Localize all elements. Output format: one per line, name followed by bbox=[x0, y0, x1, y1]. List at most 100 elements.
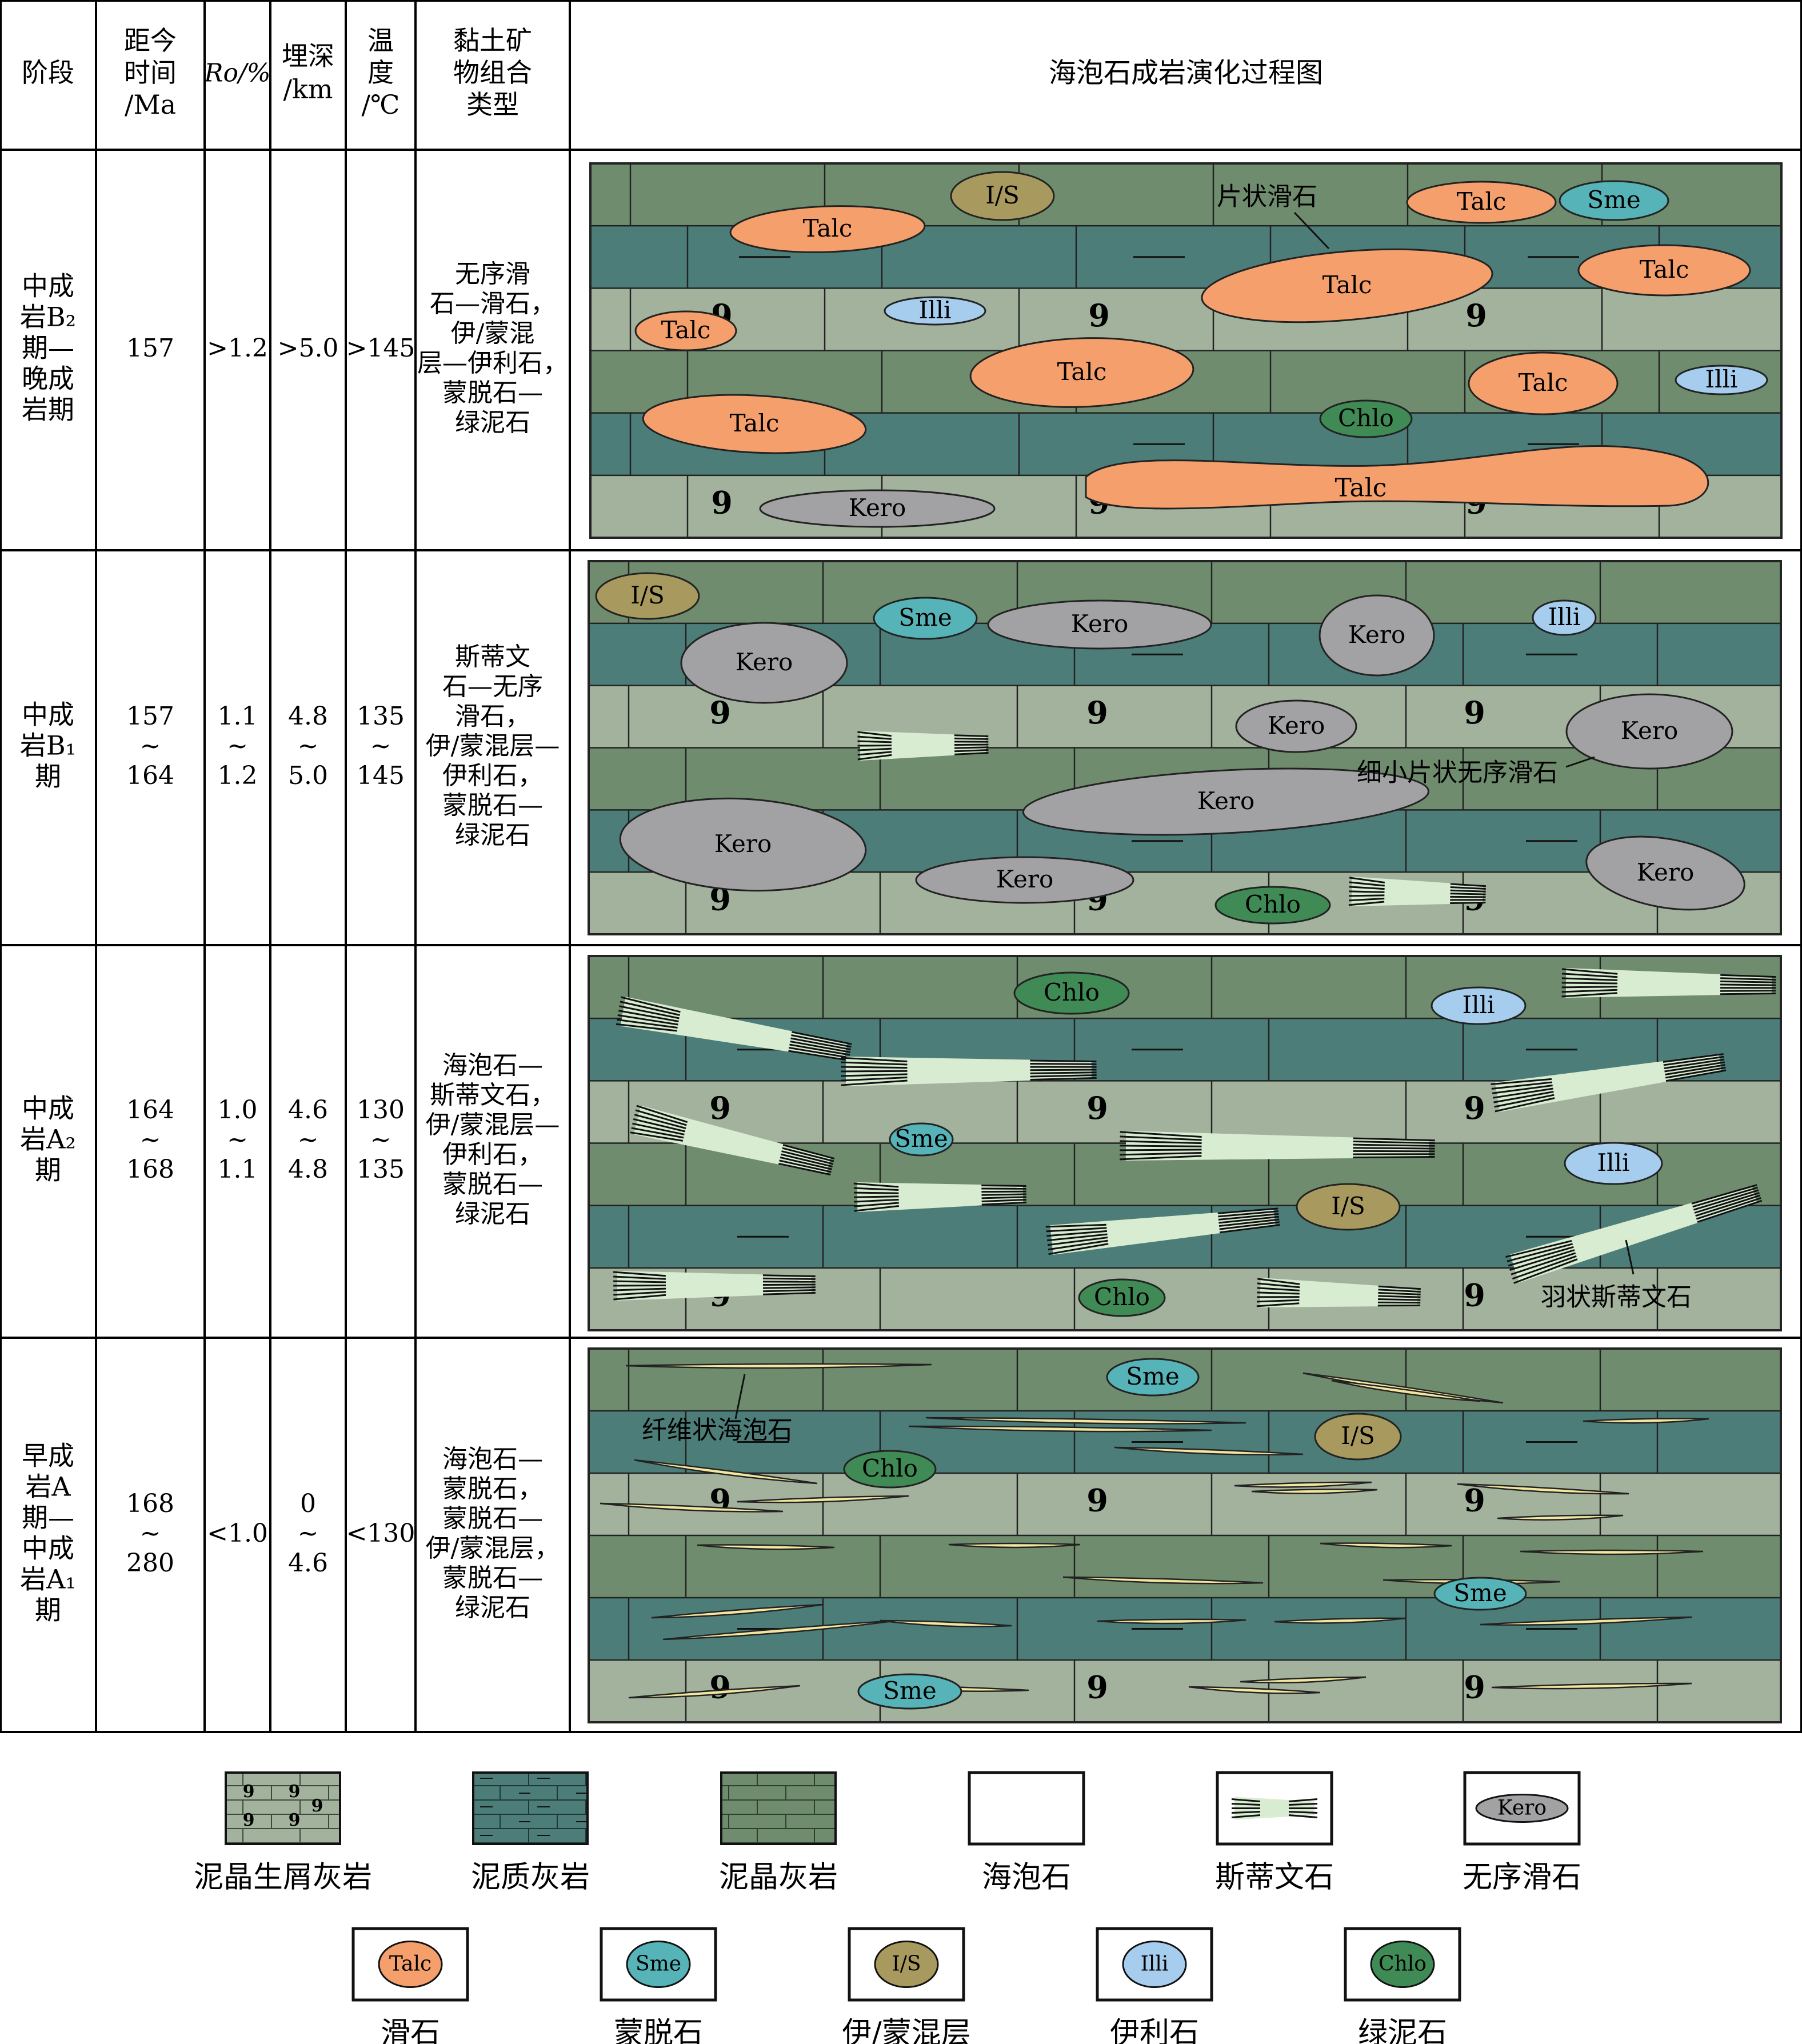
stevensite-fiber bbox=[1695, 1194, 1761, 1217]
grain-label: Illi bbox=[1705, 365, 1738, 393]
grain-shape bbox=[1433, 1577, 1527, 1611]
stevensite-grain bbox=[630, 1105, 835, 1176]
row-clay-types: 蒙脱石— bbox=[442, 791, 543, 820]
grain-label: Kero bbox=[1197, 787, 1254, 815]
mineral-grain: Talc bbox=[1577, 244, 1751, 297]
row-depth: 5.0 bbox=[288, 761, 328, 790]
grain-label: Kero bbox=[1621, 717, 1678, 745]
bioclast-symbol: 9 bbox=[711, 484, 733, 521]
stevensite-fiber bbox=[1231, 1811, 1261, 1814]
grain-shape bbox=[1565, 693, 1733, 770]
stevensite-fiber bbox=[1561, 973, 1618, 978]
stevensite-fiber bbox=[618, 1010, 679, 1022]
grain-shape bbox=[1235, 699, 1357, 753]
row-stage: 期 bbox=[35, 1155, 61, 1186]
stevensite-grain bbox=[1348, 877, 1487, 906]
grain-shape bbox=[1201, 248, 1493, 323]
mineral-grain: Kero bbox=[1235, 699, 1357, 753]
mineral-grain: Kero bbox=[680, 622, 848, 704]
header-clay-types: 黏土矿 bbox=[453, 25, 532, 56]
legend-label: 斯蒂文石 bbox=[1215, 1861, 1334, 1895]
stevensite-fiber bbox=[954, 751, 989, 755]
row-clay-types: 伊/蒙混层— bbox=[426, 1110, 560, 1139]
talc-grain bbox=[378, 1941, 443, 1988]
stevensite-fiber bbox=[1030, 1071, 1097, 1074]
sepiolite-fiber bbox=[908, 1425, 1212, 1433]
mineral-grain: Kero bbox=[619, 797, 867, 892]
stevensite-fiber bbox=[1509, 1249, 1575, 1271]
grain-shape bbox=[1585, 835, 1745, 911]
sepiolite-fiber bbox=[1274, 1617, 1407, 1624]
row-depth: >5.0 bbox=[278, 334, 339, 363]
annotation-label: 羽状斯蒂文石 bbox=[1541, 1283, 1692, 1312]
stevensite-fiber bbox=[854, 1198, 899, 1203]
stevensite-grain bbox=[1505, 1184, 1763, 1284]
stevensite-fiber bbox=[1665, 1069, 1727, 1082]
stevensite-fiber bbox=[954, 746, 989, 749]
grain-shape bbox=[1559, 180, 1669, 221]
row-clay-types: 伊/蒙混 bbox=[451, 319, 535, 348]
leader-line bbox=[1293, 211, 1330, 250]
header-temp: 温 bbox=[367, 25, 394, 56]
sepiolite-fiber bbox=[697, 1544, 835, 1550]
stevensite-fiber bbox=[1030, 1059, 1097, 1063]
stevensite-fiber bbox=[1257, 1282, 1300, 1289]
stevensite-fiber bbox=[1378, 1285, 1421, 1290]
row-age: ~ bbox=[140, 731, 161, 761]
stevensite-fiber bbox=[857, 731, 892, 737]
stevensite-fiber bbox=[613, 1280, 666, 1283]
sepiolite-fiber bbox=[925, 1417, 1246, 1425]
row-clay-types: 伊利石， bbox=[442, 1140, 543, 1169]
header-age: /Ma bbox=[125, 89, 176, 120]
row-temp: >145 bbox=[346, 334, 415, 363]
row-clay-types: 伊/蒙混层— bbox=[426, 731, 560, 761]
stevensite-fiber bbox=[1030, 1074, 1097, 1078]
grain-label: I/S bbox=[1341, 1422, 1375, 1450]
mineral-grain: Talc bbox=[634, 310, 737, 351]
stevensite-fiber bbox=[1218, 1213, 1279, 1221]
grain-shape bbox=[987, 599, 1212, 650]
row-temp: 135 bbox=[357, 1155, 405, 1184]
panel-frame bbox=[589, 162, 1783, 539]
bioclast-symbol: 9 bbox=[1464, 694, 1485, 731]
grain-shape bbox=[759, 489, 996, 528]
row-clay-types: 层—伊利石， bbox=[417, 349, 568, 378]
grain-label: Kero bbox=[1268, 711, 1325, 739]
legend-label: 滑石 bbox=[381, 2017, 440, 2044]
header-clay-types: 类型 bbox=[466, 89, 519, 120]
grain-shape bbox=[1564, 1142, 1663, 1185]
stevensite-fiber bbox=[1349, 877, 1385, 883]
row-temp: 130 bbox=[357, 1095, 405, 1125]
legend-tag: Sme bbox=[636, 1953, 681, 1976]
stevensite-fiber bbox=[1120, 1135, 1202, 1141]
stevensite-fiber bbox=[790, 1037, 851, 1051]
stevensite-fiber bbox=[1288, 1811, 1318, 1814]
row-age: ~ bbox=[140, 1519, 161, 1548]
stevensite-fiber bbox=[1561, 989, 1617, 993]
bioclast-symbol: 9 bbox=[289, 1782, 301, 1802]
stevensite-fiber bbox=[857, 751, 892, 756]
legend-tag: Kero bbox=[1497, 1797, 1547, 1820]
leader-line bbox=[734, 1374, 746, 1419]
stevensite-fiber bbox=[1349, 881, 1385, 887]
stevensite-fiber bbox=[1048, 1243, 1109, 1255]
mineral-grain: I/S bbox=[595, 572, 700, 620]
mineral-grain: Illi bbox=[1532, 599, 1597, 636]
stevensite-fiber bbox=[1045, 1223, 1106, 1228]
grain-shape bbox=[950, 171, 1055, 221]
grain-shape bbox=[1106, 1358, 1200, 1397]
sepiolite-fiber bbox=[625, 1363, 932, 1369]
stevensite-fiber bbox=[981, 1196, 1026, 1199]
stevensite-fiber bbox=[1218, 1218, 1280, 1227]
stevensite-fiber bbox=[613, 1291, 666, 1296]
bioclast-symbol: 9 bbox=[709, 694, 731, 731]
grain-label: Chlo bbox=[862, 1454, 918, 1482]
sepiolite-fiber bbox=[1497, 1514, 1624, 1521]
grain-shape bbox=[843, 1450, 937, 1489]
stevensite-fiber bbox=[1217, 1207, 1278, 1214]
sepiolite-fiber bbox=[1097, 1618, 1246, 1625]
stevensite-grain bbox=[1561, 968, 1776, 998]
